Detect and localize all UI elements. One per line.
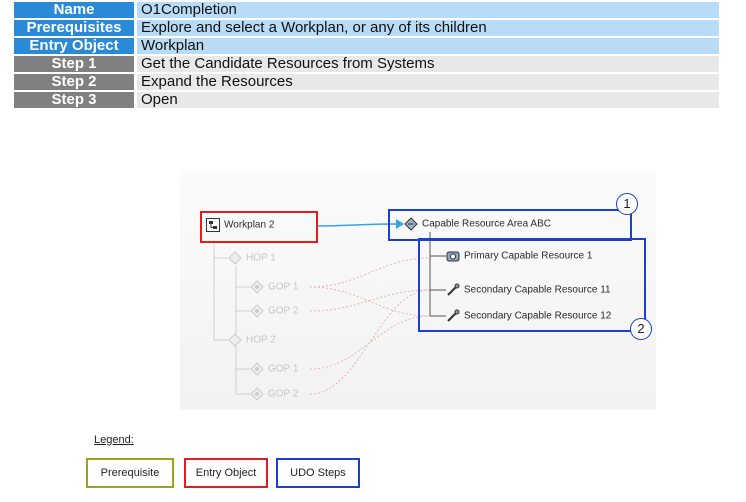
workplan-label: Workplan 2 — [224, 219, 275, 231]
gop-1-label: GOP 1 — [268, 281, 299, 293]
hop-1-label: HOP 1 — [246, 252, 276, 264]
gop-2-node[interactable]: GOP 2 — [250, 304, 298, 318]
row-key: Step 1 — [14, 56, 134, 72]
row-value: O1Completion — [137, 2, 719, 18]
row-key: Step 3 — [14, 92, 134, 108]
callout-2: 2 — [630, 318, 652, 340]
gop-1b-label: GOP 1 — [268, 363, 299, 375]
row-value: Workplan — [137, 38, 719, 54]
workplan-icon — [206, 218, 220, 232]
gop-1b-node[interactable]: GOP 1 — [250, 362, 298, 376]
secondary-resource-12-label: Secondary Capable Resource 12 — [464, 310, 612, 322]
secondary-resource-11-node[interactable]: Secondary Capable Resource 11 — [446, 283, 611, 297]
legend-prerequisite: Prerequisite — [86, 458, 174, 488]
primary-resource-node[interactable]: Primary Capable Resource 1 — [446, 249, 592, 263]
hop-2-node[interactable]: HOP 2 — [228, 333, 276, 347]
workplan-node[interactable]: Workplan 2 — [206, 218, 274, 232]
resource-area-label: Capable Resource Area ABC — [422, 218, 551, 230]
row-value: Get the Candidate Resources from Systems — [137, 56, 719, 72]
gop-2b-node[interactable]: GOP 2 — [250, 387, 298, 401]
gop-2-label: GOP 2 — [268, 305, 299, 317]
operation-icon — [228, 333, 242, 347]
row-key: Step 2 — [14, 74, 134, 90]
resource-area-icon — [404, 217, 418, 231]
table-row-step-3: Step 3 Open — [14, 92, 719, 108]
legend-udo-steps: UDO Steps — [276, 458, 360, 488]
callout-1: 1 — [616, 193, 638, 215]
entry-object-highlight — [200, 211, 318, 243]
table-row-prerequisites: Prerequisites Explore and select a Workp… — [14, 20, 719, 36]
tool-icon — [446, 283, 460, 297]
row-value: Explore and select a Workplan, or any of… — [137, 20, 719, 36]
operation-icon — [250, 387, 264, 401]
step-2-highlight — [418, 238, 646, 332]
step-1-highlight — [388, 209, 632, 241]
resource-area-node[interactable]: Capable Resource Area ABC — [404, 217, 551, 231]
legend-entry-object: Entry Object — [184, 458, 268, 488]
machine-icon — [446, 249, 460, 263]
table-row-entry-object: Entry Object Workplan — [14, 38, 719, 54]
operation-icon — [250, 304, 264, 318]
row-key: Prerequisites — [14, 20, 134, 36]
hop-1-node[interactable]: HOP 1 — [228, 251, 276, 265]
operation-icon — [250, 362, 264, 376]
table-row-name: Name O1Completion — [14, 2, 719, 18]
legend-title: Legend: — [94, 434, 134, 446]
primary-resource-label: Primary Capable Resource 1 — [464, 250, 593, 262]
secondary-resource-11-label: Secondary Capable Resource 11 — [464, 284, 611, 296]
gop-1-node[interactable]: GOP 1 — [250, 280, 298, 294]
row-key: Entry Object — [14, 38, 134, 54]
gop-2b-label: GOP 2 — [268, 388, 299, 400]
secondary-resource-12-node[interactable]: Secondary Capable Resource 12 — [446, 309, 611, 323]
table-row-step-1: Step 1 Get the Candidate Resources from … — [14, 56, 719, 72]
row-value: Open — [137, 92, 719, 108]
operation-icon — [228, 251, 242, 265]
table-row-step-2: Step 2 Expand the Resources — [14, 74, 719, 90]
operation-icon — [250, 280, 264, 294]
row-value: Expand the Resources — [137, 74, 719, 90]
hop-2-label: HOP 2 — [246, 334, 276, 346]
row-key: Name — [14, 2, 134, 18]
tool-icon — [446, 309, 460, 323]
